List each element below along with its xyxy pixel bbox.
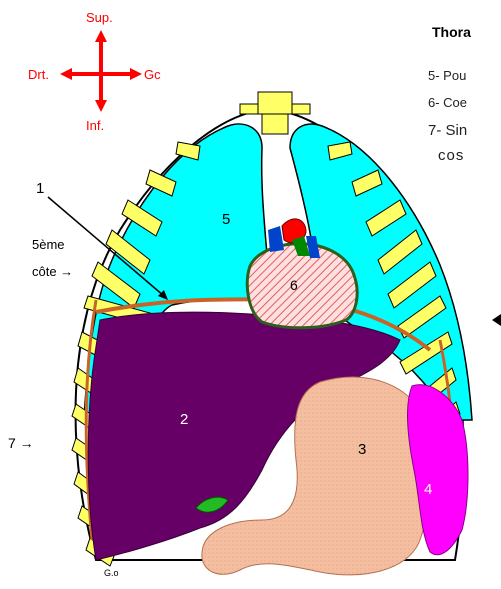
- orientation-sup: Sup.: [86, 10, 113, 25]
- fifth-rib-line1: 5ème: [32, 237, 65, 252]
- orientation-gc: Gc: [144, 67, 161, 82]
- legend-title: Thora: [432, 24, 471, 40]
- edge-arrow: [492, 314, 501, 326]
- label-3: 3: [358, 441, 366, 458]
- legend: Thora 5- Pou 6- Coe 7- Sin cos: [428, 24, 471, 164]
- heart: [247, 244, 357, 328]
- legend-item-7: 7- Sin: [428, 122, 467, 139]
- orientation-drt: Drt.: [28, 67, 49, 82]
- legend-item-6: 6- Coe: [428, 95, 467, 110]
- fifth-rib-line2: côte →: [32, 264, 73, 279]
- orientation-inf: Inf.: [86, 118, 104, 133]
- label-6: 6: [290, 277, 298, 293]
- label-4: 4: [424, 481, 432, 498]
- orientation-cross: Sup. Inf. Drt. Gc: [28, 10, 161, 133]
- label-1-text: 1: [36, 180, 44, 197]
- label-go: G.o: [104, 568, 119, 578]
- label-5: 5: [222, 211, 230, 228]
- label-2: 2: [180, 411, 188, 428]
- legend-item-5: 5- Pou: [428, 68, 466, 83]
- label-fifth-rib: 5ème côte →: [32, 237, 73, 279]
- legend-item-7-cont: cos: [438, 147, 464, 164]
- label-7: 7 →: [8, 435, 34, 451]
